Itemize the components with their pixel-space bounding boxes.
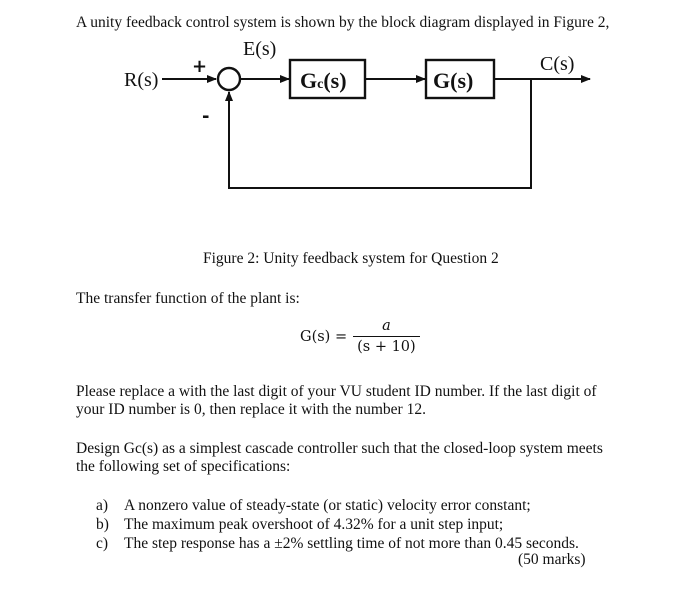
- equation-denominator: (s + 10): [353, 336, 420, 355]
- intro-text: A unity feedback control system is shown…: [76, 14, 610, 31]
- instruction-line-1: Please replace a with the last digit of …: [76, 383, 597, 400]
- spec-item: c) The step response has a ±2% settling t…: [96, 534, 579, 553]
- error-label: E(s): [243, 38, 276, 60]
- spec-list: a) A nonzero value of steady-state (or st…: [96, 496, 579, 553]
- spec-label: b): [96, 516, 109, 533]
- instruction-line-2: your ID number is 0, then replace it wit…: [76, 401, 426, 418]
- block-diagram: R(s) E(s) C(s) + - Gc(s) G(s): [124, 38, 591, 189]
- summing-junction: [216, 66, 242, 92]
- instruction-paragraph: Please replace a with the last digit of …: [76, 383, 597, 419]
- spec-label: c): [96, 535, 109, 552]
- spec-item: b) The maximum peak overshoot of 4.32% fo…: [96, 515, 579, 534]
- marks-label: (50 marks): [518, 551, 586, 568]
- spec-label: a): [96, 497, 109, 514]
- spec-text: The maximum peak overshoot of 4.32% for …: [124, 516, 504, 533]
- spec-item: a) A nonzero value of steady-state (or st…: [96, 496, 579, 515]
- input-label: R(s): [124, 69, 158, 91]
- figure-caption: Figure 2: Unity feedback system for Ques…: [203, 250, 499, 267]
- feedback-path: [225, 79, 532, 189]
- design-paragraph: Design Gc(s) as a simplest cascade contr…: [76, 440, 603, 476]
- spec-text: A nonzero value of steady-state (or stat…: [124, 497, 531, 514]
- spec-text: The step response has a ±2% settling tim…: [124, 535, 579, 552]
- output-label: C(s): [540, 53, 574, 75]
- plant-intro: The transfer function of the plant is:: [76, 290, 300, 307]
- controller-label: Gc(s): [300, 68, 347, 93]
- equation-numerator: a: [382, 318, 391, 334]
- plant-label: G(s): [433, 68, 473, 93]
- plus-sign: +: [192, 56, 207, 77]
- design-line-2: the following set of specifications:: [76, 458, 291, 475]
- design-line-1: Design Gc(s) as a simplest cascade contr…: [76, 440, 603, 457]
- equation-lhs: G(s) =: [300, 328, 348, 345]
- equation-fraction: a (s + 10): [353, 318, 420, 355]
- minus-sign: -: [202, 106, 209, 127]
- transfer-function: G(s) = a (s + 10): [300, 318, 420, 355]
